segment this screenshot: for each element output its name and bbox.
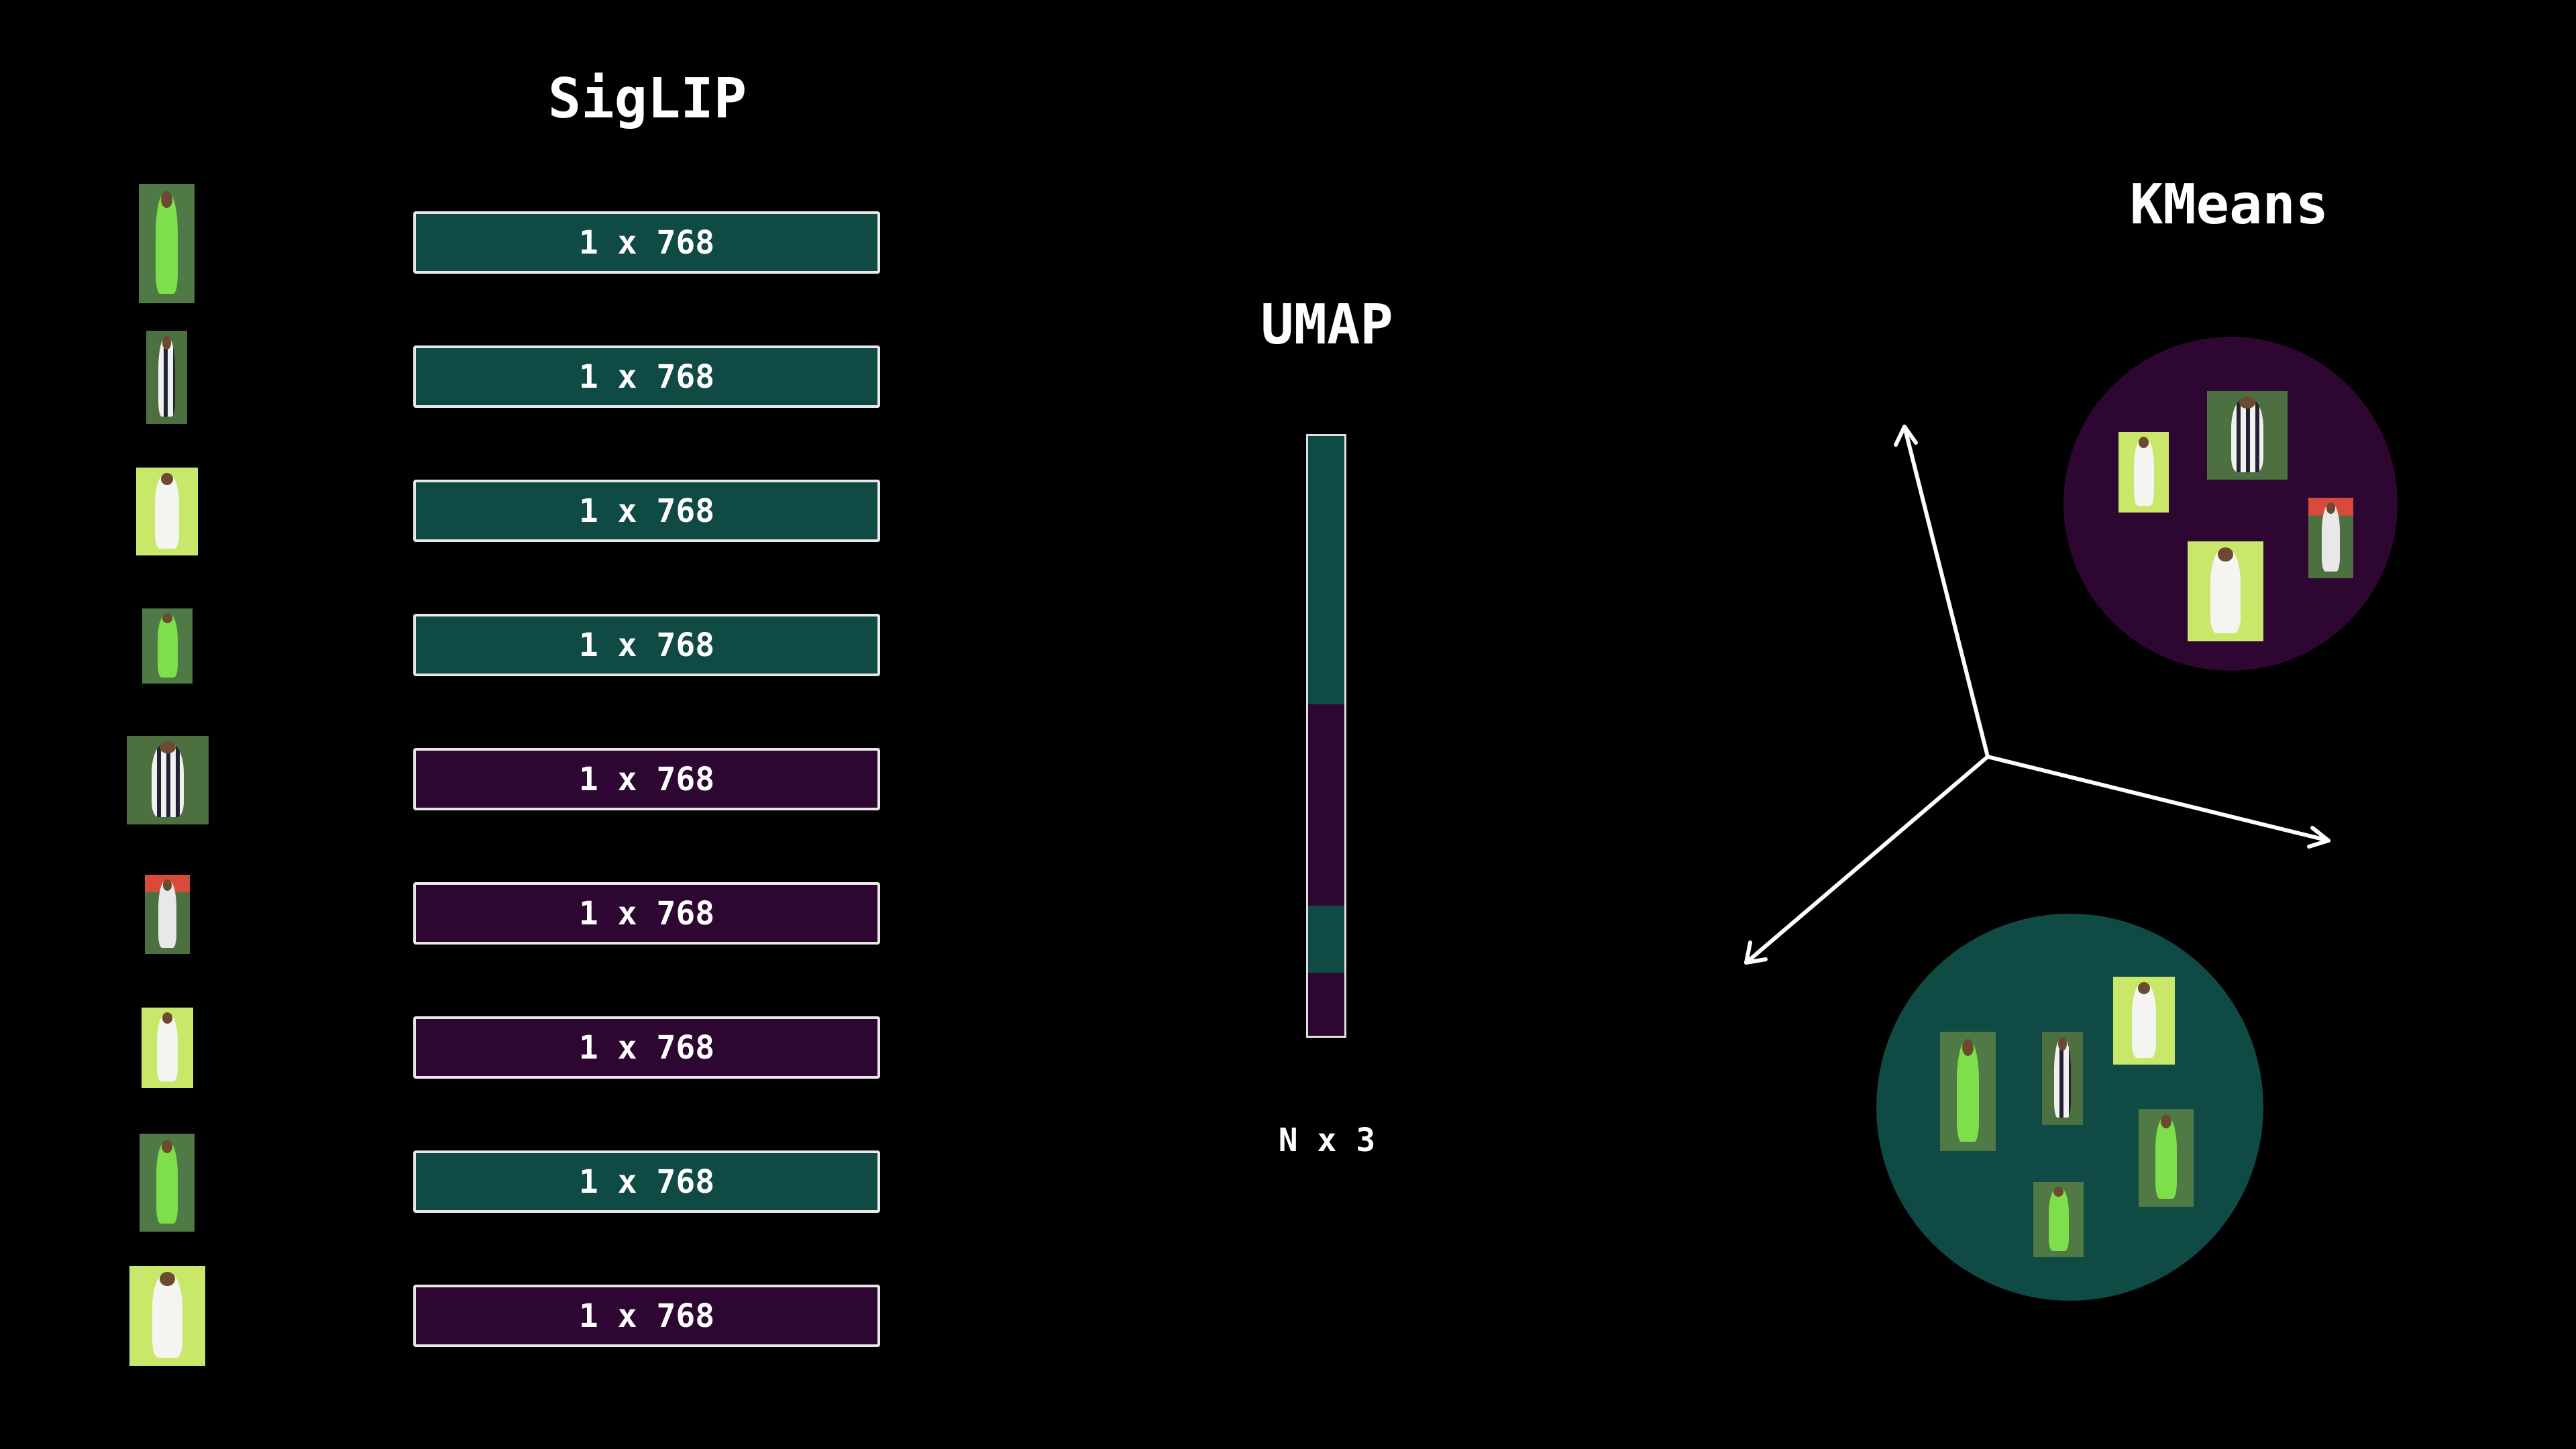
kmeans-title: KMeans [2129,173,2329,237]
umap-output-label: N x 3 [1278,1122,1376,1159]
player-crop-icon [2207,391,2288,480]
player-crop-icon [140,1134,195,1232]
player-crop-icon [127,736,209,824]
embedding-vector: 1 x 768 [413,1285,880,1347]
umap-segment-purple [1308,973,1344,1036]
siglip-title: SigLIP [547,67,747,131]
player-crop-icon [2188,541,2263,641]
player-crop-icon [2118,432,2169,513]
embedding-vector: 1 x 768 [413,1150,880,1213]
umap-segment-teal [1308,906,1344,973]
axis-left-arrowhead [1744,941,1768,965]
player-crop-icon [2033,1182,2084,1257]
embedding-vector: 1 x 768 [413,211,880,274]
axis-right-line [1986,755,2330,843]
umap-segment-teal [1308,436,1344,704]
player-crop-icon [145,875,190,954]
embedding-vector: 1 x 768 [413,882,880,945]
embedding-vector: 1 x 768 [413,748,880,810]
umap-reduced-vector [1306,434,1346,1038]
axis-right-arrowhead [2307,826,2330,849]
player-crop-icon [2113,977,2175,1065]
player-crop-icon [2308,498,2353,578]
axis-up-arrowhead [1894,425,1918,447]
embedding-vector: 1 x 768 [413,614,880,676]
axis-left-line [1744,755,1990,965]
player-crop-icon [136,468,198,555]
embedding-vector: 1 x 768 [413,1016,880,1079]
player-crop-icon [2042,1032,2083,1125]
player-crop-icon [142,608,193,684]
axis-up-line [1902,425,1990,759]
umap-title: UMAP [1260,293,1393,357]
player-crop-icon [142,1008,193,1088]
player-crop-icon [2139,1109,2194,1207]
umap-segment-purple [1308,704,1344,906]
player-crop-icon [129,1266,205,1366]
embedding-vector: 1 x 768 [413,480,880,542]
player-crop-icon [139,184,195,303]
embedding-vector: 1 x 768 [413,345,880,408]
player-crop-icon [1940,1032,1996,1151]
player-crop-icon [146,331,187,424]
